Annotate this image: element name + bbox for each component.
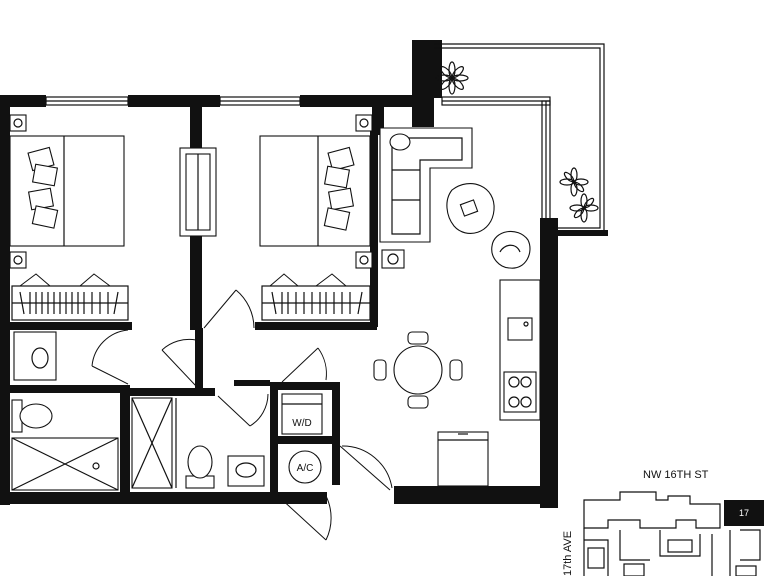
nightstand-lamp-icon bbox=[355, 114, 373, 269]
plant-icon bbox=[559, 167, 589, 197]
side-table bbox=[381, 249, 405, 269]
washer-dryer bbox=[281, 393, 323, 435]
dining-table bbox=[373, 331, 463, 409]
armchair bbox=[491, 230, 531, 269]
refrigerator bbox=[437, 431, 489, 487]
balcony bbox=[434, 43, 608, 236]
toilet-icon bbox=[185, 445, 215, 489]
plant-icon bbox=[569, 193, 599, 223]
closet bbox=[261, 273, 371, 321]
plant-icon bbox=[435, 61, 469, 95]
pillows bbox=[27, 146, 59, 229]
dresser bbox=[179, 147, 217, 237]
unit-number: 17 bbox=[739, 508, 749, 518]
bathroom-2 bbox=[131, 397, 265, 489]
nightstand-lamp-icon bbox=[9, 114, 27, 269]
doors bbox=[91, 289, 393, 541]
bathroom-1 bbox=[11, 331, 119, 491]
unit-highlight bbox=[724, 500, 764, 526]
key-plan: NW 16TH ST 17th AVE 17 bbox=[562, 469, 764, 576]
utility: W/D A/C bbox=[281, 393, 323, 484]
living-room bbox=[379, 127, 531, 269]
exterior-walls bbox=[0, 40, 558, 508]
vanity bbox=[13, 331, 57, 381]
pillows bbox=[323, 146, 355, 231]
bedroom-2 bbox=[259, 114, 373, 321]
toilet-icon bbox=[11, 399, 53, 433]
washer-dryer-label: W/D bbox=[292, 418, 311, 429]
air-conditioner-label: A/C bbox=[297, 463, 314, 474]
vanity bbox=[227, 455, 265, 487]
cooktop-icon bbox=[503, 371, 537, 413]
kitchen bbox=[437, 279, 541, 487]
interior-walls bbox=[10, 105, 378, 500]
bedroom-1 bbox=[9, 114, 129, 321]
coffee-table bbox=[446, 183, 495, 234]
street-label-side: 17th AVE bbox=[562, 531, 574, 576]
street-label-top: NW 16TH ST bbox=[643, 469, 709, 481]
bed bbox=[259, 135, 371, 247]
sink-icon bbox=[507, 317, 533, 341]
air-conditioner bbox=[288, 450, 322, 484]
windows bbox=[45, 96, 551, 220]
sofa bbox=[379, 127, 473, 243]
bed bbox=[9, 135, 125, 247]
closet bbox=[11, 273, 129, 321]
